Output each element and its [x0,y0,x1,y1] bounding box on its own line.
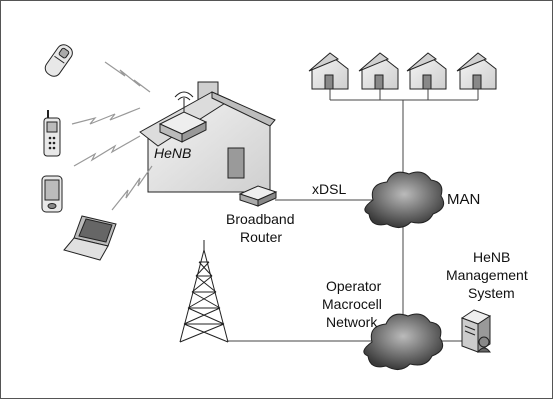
router-label-line1: Broadband [226,211,295,227]
henb-label: HeNB [154,145,191,161]
house-icon [358,52,399,90]
operator-label-line2: Macrocell [322,296,382,312]
xdsl-label: xDSL [312,181,346,197]
wireless-bolt-icon [71,107,141,125]
phone-flip-icon [44,44,73,77]
operator-cloud-icon [363,313,444,370]
man-label: MAN [447,191,480,208]
router-icon [238,185,278,207]
wireless-links [71,61,153,211]
mgmt-label-line1: HeNB [473,249,510,265]
pda-icon [41,175,63,213]
house-icon [456,52,497,90]
house-icon [406,52,447,90]
wireless-bolt-icon [104,61,151,93]
server-icon [460,309,492,353]
router-label-line2: Router [240,229,282,245]
mgmt-label-line3: System [468,285,515,301]
wireless-bolt-icon [73,135,141,167]
mgmt-label-line2: Management [446,267,528,283]
phone-candybar-icon [43,110,61,157]
operator-label-line3: Network [326,314,378,330]
man-cloud-icon [364,171,445,228]
house-icon [308,52,349,90]
henb-device-icon [158,91,208,143]
wireless-bolt-icon [111,165,153,211]
laptop-icon [63,215,117,261]
operator-label-line1: Operator [326,278,382,294]
henb-house-icon [139,81,276,193]
antenna-tower-icon [179,240,229,343]
